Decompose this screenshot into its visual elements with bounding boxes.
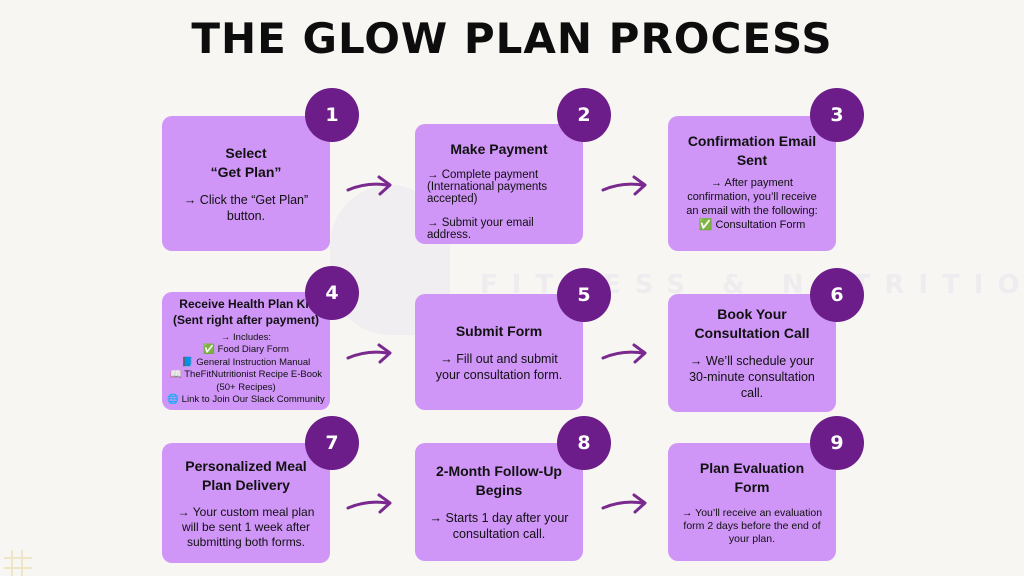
step-8-title: 2-Month Follow-Up Begins bbox=[436, 463, 562, 498]
step-9-card: Plan Evaluation Form → You’ll receive an… bbox=[668, 443, 836, 561]
step-1-title: Select “Get Plan” bbox=[210, 144, 282, 180]
step-6-badge: 6 bbox=[810, 268, 864, 322]
step-9-title: Plan Evaluation Form bbox=[699, 459, 805, 495]
arrow-right-icon bbox=[601, 343, 647, 364]
step-5-badge: 5 bbox=[557, 268, 611, 322]
step-4-badge: 4 bbox=[305, 266, 359, 320]
step-5-card: Submit Form → Fill out and submit your c… bbox=[415, 294, 583, 410]
step-4-body: → Includes: ✅ Food Diary Form 📘 General … bbox=[167, 331, 325, 406]
step-8-body: → Starts 1 day after your consultation c… bbox=[429, 511, 569, 541]
step-8-badge: 8 bbox=[557, 416, 611, 470]
step-3-card: Confirmation Email Sent → After payment … bbox=[668, 116, 836, 251]
step-7-title: Personalized Meal Plan Delivery bbox=[185, 457, 307, 493]
arrow-right-icon bbox=[346, 175, 392, 196]
step-7-badge: 7 bbox=[305, 416, 359, 470]
step-7-card: Personalized Meal Plan Delivery → Your c… bbox=[162, 443, 330, 563]
step-7-body: → Your custom meal plan will be sent 1 w… bbox=[177, 504, 315, 549]
step-6-card: Book Your Consultation Call → We’ll sche… bbox=[668, 294, 836, 412]
step-3-title: Confirmation Email Sent bbox=[687, 133, 817, 168]
arrow-right-icon bbox=[601, 493, 647, 514]
step-6-body: → We’ll schedule your 30-minute consulta… bbox=[689, 354, 815, 400]
arrow-right-icon bbox=[346, 343, 392, 364]
step-1-badge: 1 bbox=[305, 88, 359, 142]
step-5-title: Submit Form bbox=[455, 322, 543, 339]
step-8-card: 2-Month Follow-Up Begins → Starts 1 day … bbox=[415, 443, 583, 561]
step-1-card: Select “Get Plan” → Click the “Get Plan”… bbox=[162, 116, 330, 251]
step-6-title: Book Your Consultation Call bbox=[694, 306, 810, 341]
step-3-badge: 3 bbox=[810, 88, 864, 142]
arrow-right-icon bbox=[601, 175, 647, 196]
step-2-title: Make Payment bbox=[450, 141, 548, 157]
step-3-body: → After payment confirmation, you’ll rec… bbox=[686, 177, 818, 231]
step-2-body: → Complete payment (International paymen… bbox=[427, 169, 548, 241]
step-4-card: Receive Health Plan Kit (Sent right afte… bbox=[162, 292, 330, 410]
step-1-body: → Click the “Get Plan” button. bbox=[183, 192, 309, 223]
step-9-body: → You’ll receive an evaluation form 2 da… bbox=[681, 506, 823, 545]
step-4-title: Receive Health Plan Kit (Sent right afte… bbox=[172, 296, 319, 327]
page-title: THE GLOW PLAN PROCESS bbox=[191, 14, 833, 63]
step-2-badge: 2 bbox=[557, 88, 611, 142]
step-5-body: → Fill out and submit your consultation … bbox=[435, 351, 563, 382]
hash-decoration-icon bbox=[4, 550, 32, 576]
arrow-right-icon bbox=[346, 493, 392, 514]
step-2-card: Make Payment → Complete payment (Interna… bbox=[415, 124, 583, 244]
step-9-badge: 9 bbox=[810, 416, 864, 470]
